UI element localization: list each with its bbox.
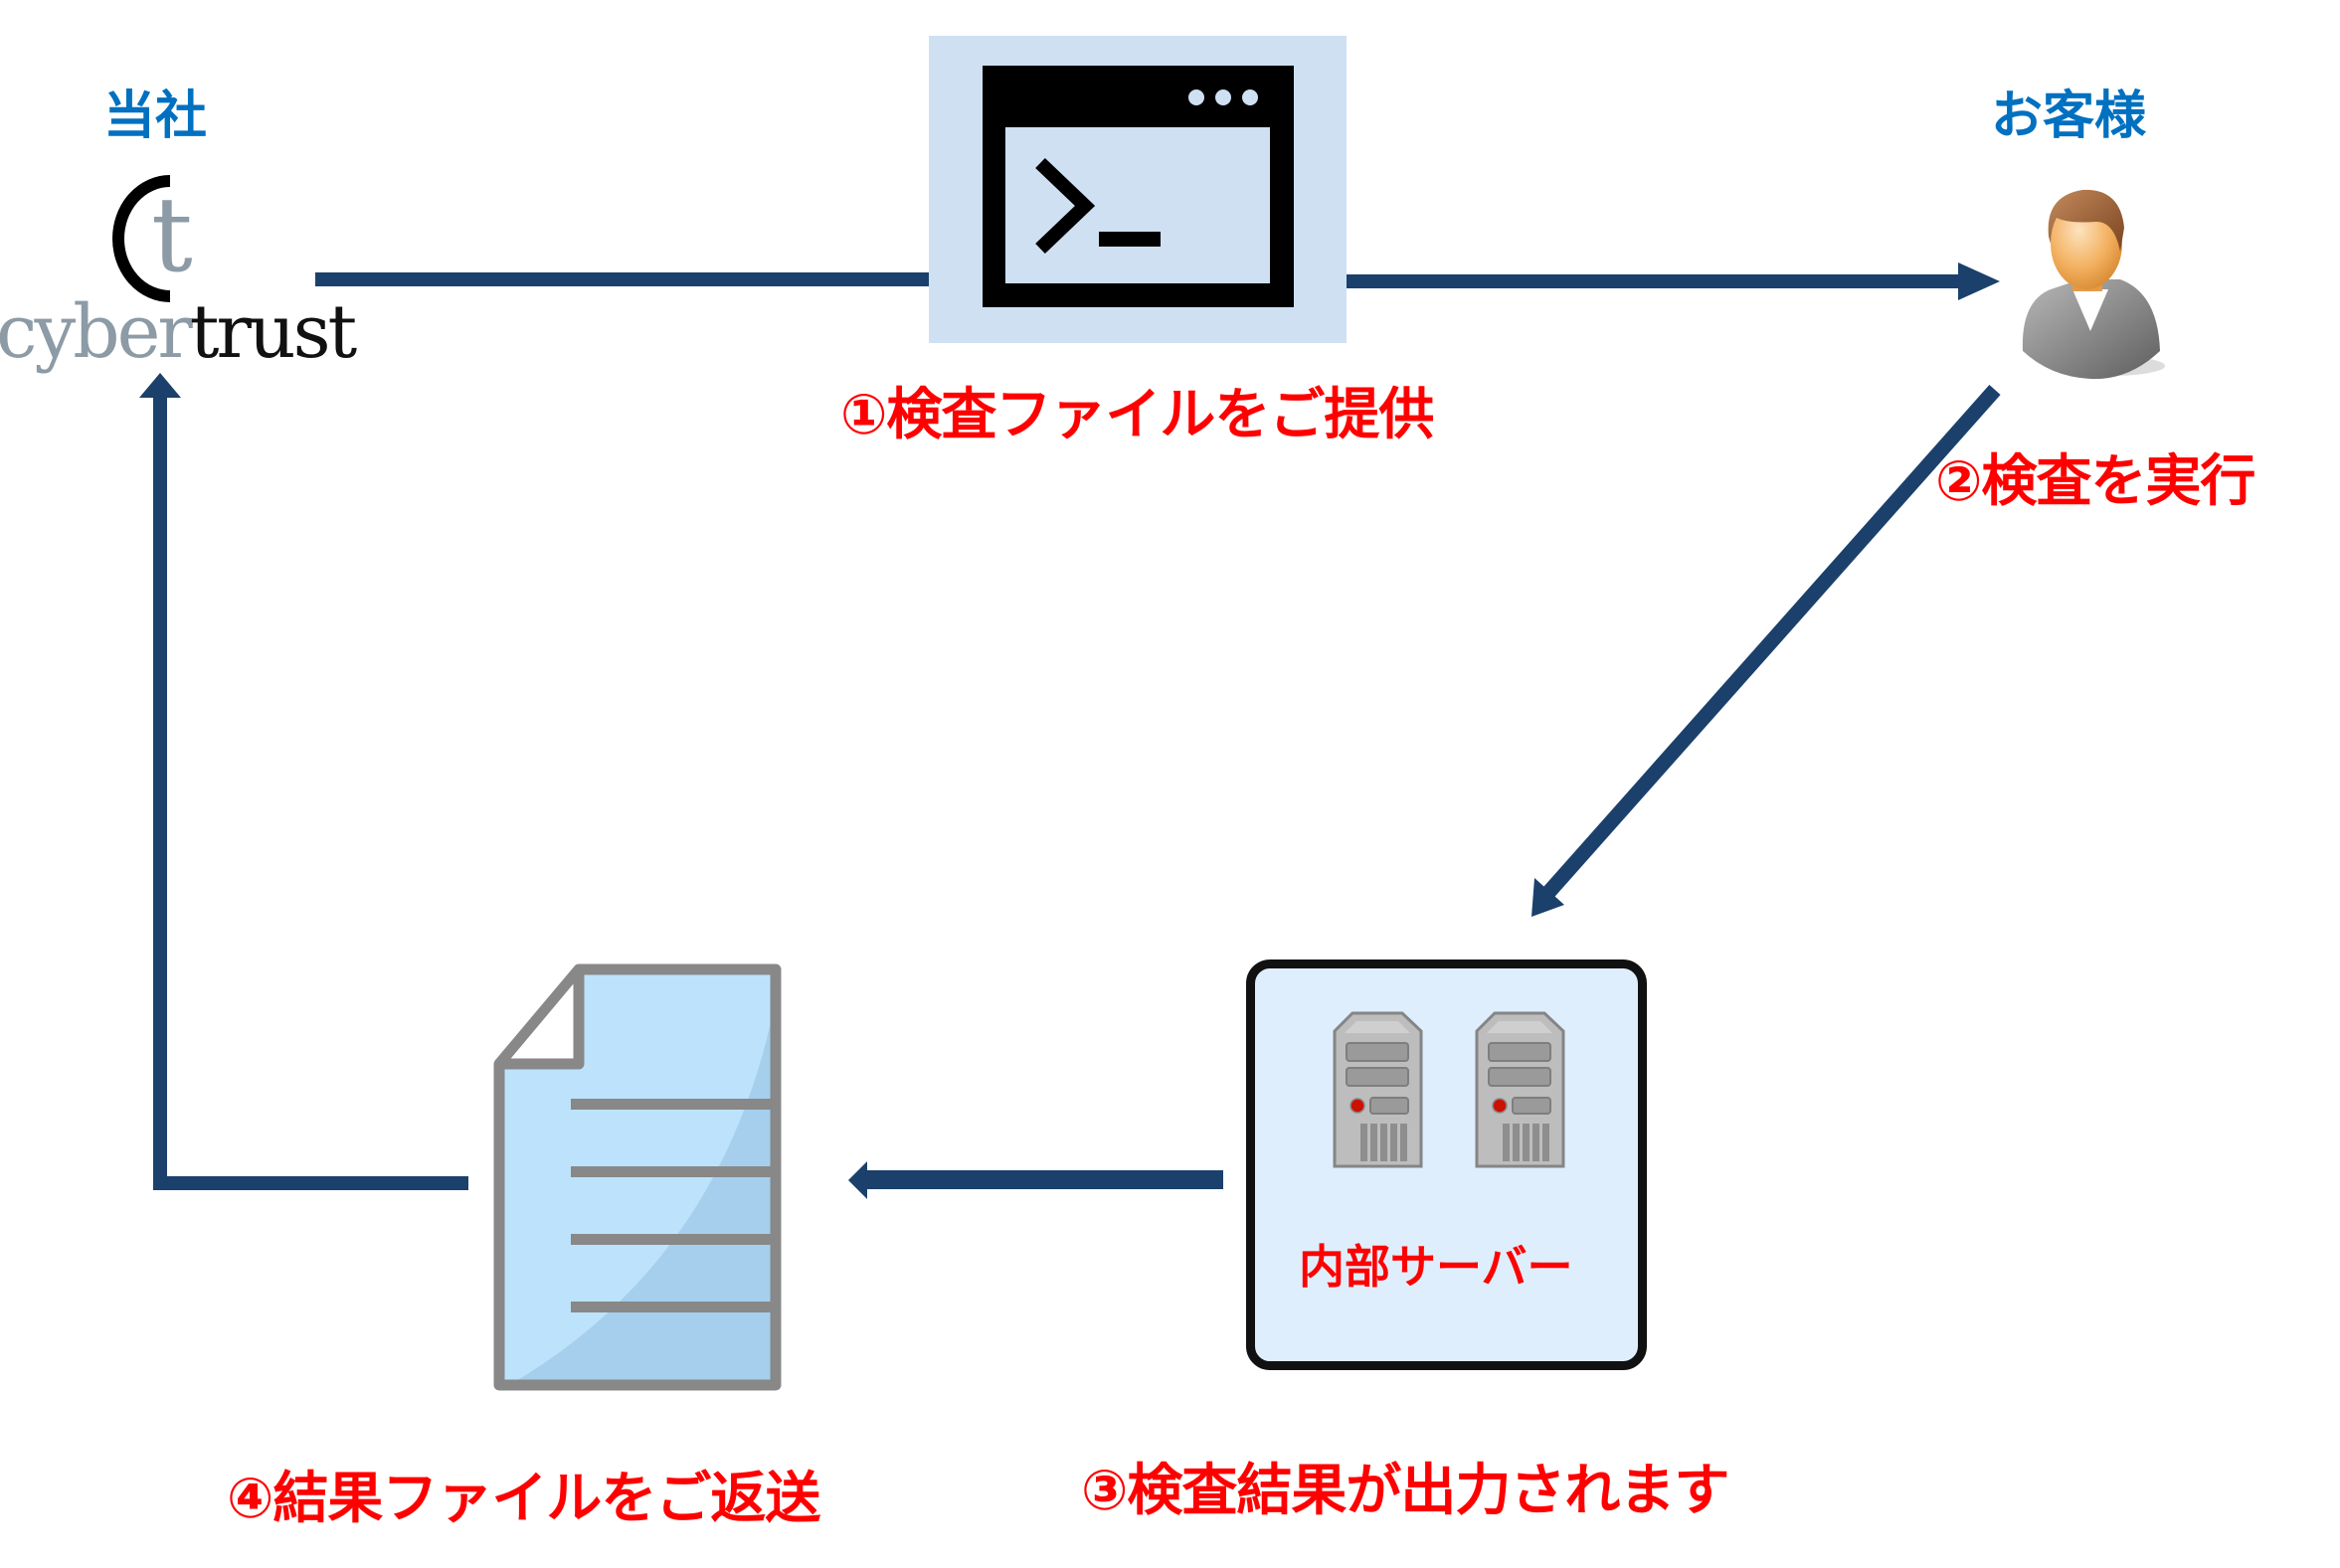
terminal-window-icon xyxy=(983,66,1294,307)
cybertrust-logo-letter: t xyxy=(151,174,193,295)
arrow-step-2 xyxy=(1531,385,2001,917)
customer-label: お客様 xyxy=(1991,87,2147,146)
document-file-icon xyxy=(493,963,782,1391)
user-avatar-icon xyxy=(2022,189,2165,380)
cybertrust-logo-wordmark: cybertrust xyxy=(0,295,357,369)
cybertrust-logo-mark-icon xyxy=(112,175,171,302)
server-tower-icon xyxy=(1475,1011,1565,1168)
step-2-label: ②検査を実行 xyxy=(1935,449,2255,514)
cybertrust-logo: t cybertrust xyxy=(0,171,357,385)
step-1-label: ①検査ファイルをご提供 xyxy=(840,383,1434,447)
arrow-step-4-horizontal-segment xyxy=(153,1176,468,1190)
arrow-step-2-head xyxy=(1531,878,1564,917)
internal-server-label: 内部サーバー xyxy=(1299,1240,1573,1294)
arrow-step-3 xyxy=(848,1161,1223,1199)
step-3-label: ③検査結果が出力されます xyxy=(1081,1459,1729,1523)
arrow-step-1-left-segment xyxy=(315,272,932,286)
arrow-step-2-shaft xyxy=(1540,385,2001,900)
step-4-label: ④結果ファイルをご返送 xyxy=(227,1467,820,1531)
arrow-step-1-right-segment xyxy=(1345,274,1963,288)
arrow-step-4-head xyxy=(139,373,181,398)
arrow-step-4-vertical-segment xyxy=(153,396,167,1190)
internal-server-node: 内部サーバー xyxy=(1246,959,1647,1370)
company-label: 当社 xyxy=(103,87,208,146)
arrow-step-3-head xyxy=(848,1161,867,1199)
server-tower-icon xyxy=(1333,1011,1423,1168)
arrow-step-4 xyxy=(139,373,468,1190)
check-file-node xyxy=(929,36,1347,343)
logo-word-cyber: cyber xyxy=(0,289,193,375)
logo-word-trust: trust xyxy=(189,289,357,375)
arrow-step-1-head xyxy=(1958,262,2000,300)
arrow-step-1 xyxy=(315,262,2000,300)
arrow-step-3-shaft xyxy=(865,1170,1223,1189)
